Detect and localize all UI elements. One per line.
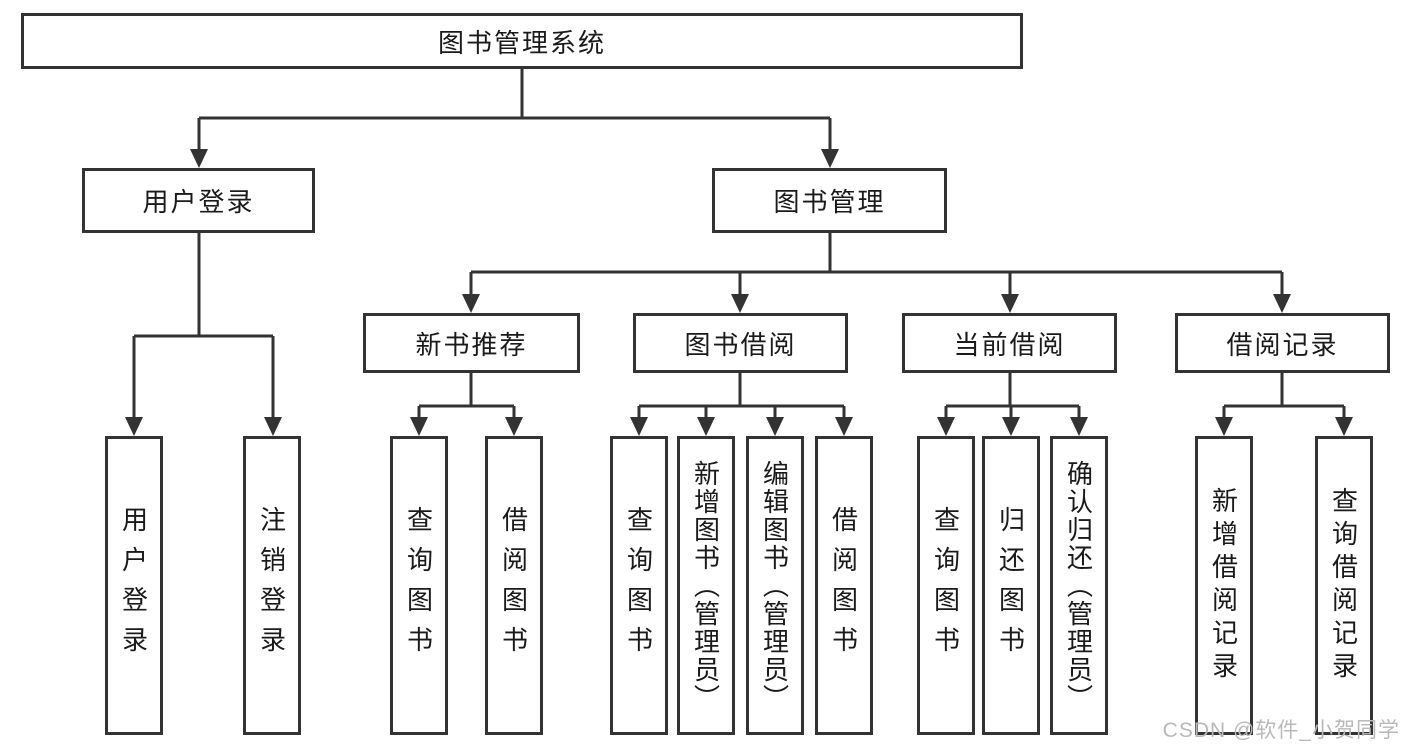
- node-current-borrowing: 当前借阅: [902, 313, 1117, 373]
- node-borrowing-records: 借阅记录: [1175, 313, 1390, 373]
- leaf-confirm-return-admin: 确认归还（管理员）: [1050, 436, 1108, 735]
- leaf-query-books-borrowing: 查询图书: [610, 436, 668, 735]
- watermark-csdn: CSDN @软件_小贺同学: [1162, 719, 1400, 742]
- edge-root-to-level2: [197, 69, 832, 151]
- edge-bookmgmt-to-level3: [469, 233, 1284, 296]
- leaf-borrow-books-borrowing-label: 借阅图书: [828, 505, 859, 666]
- leaf-query-books-newbook-label: 查询图书: [403, 505, 434, 666]
- leaf-user-login-label: 用户登录: [118, 505, 149, 666]
- leaf-add-books-admin-label: 新增图书（管理员）: [690, 459, 721, 712]
- arrow-icon: [1001, 294, 1019, 313]
- leaf-query-books-current: 查询图书: [917, 436, 975, 735]
- arrow-icon: [264, 417, 282, 436]
- leaf-return-books-label: 归还图书: [995, 505, 1026, 666]
- arrow-icon: [125, 417, 143, 436]
- leaf-query-books-newbook: 查询图书: [390, 436, 448, 735]
- arrow-icon: [505, 417, 523, 436]
- leaf-borrow-books-newbook-label: 借阅图书: [498, 505, 529, 666]
- node-new-book-recommendation: 新书推荐: [363, 313, 580, 373]
- arrow-icon: [937, 417, 955, 436]
- arrow-icon: [1273, 294, 1291, 313]
- leaf-borrow-books-borrowing: 借阅图书: [815, 436, 873, 735]
- leaf-logout: 注销登录: [243, 436, 301, 735]
- edge-newbook-to-leaves: [417, 373, 516, 420]
- leaf-add-borrow-record-label: 新增借阅记录: [1208, 486, 1239, 685]
- leaf-query-borrow-record: 查询借阅记录: [1315, 436, 1373, 735]
- leaf-borrow-books-newbook: 借阅图书: [485, 436, 543, 735]
- arrow-icon: [1002, 417, 1020, 436]
- arrow-icon: [410, 417, 428, 436]
- node-user-login-branch: 用户登录: [82, 168, 315, 233]
- arrow-icon: [190, 149, 208, 168]
- leaf-query-books-borrowing-label: 查询图书: [623, 505, 654, 666]
- edge-userlogin-to-leaves: [132, 233, 275, 420]
- leaf-add-borrow-record: 新增借阅记录: [1195, 436, 1253, 735]
- arrow-icon: [766, 417, 784, 436]
- arrow-icon: [821, 149, 839, 168]
- arrow-icon: [731, 294, 749, 313]
- leaf-add-books-admin: 新增图书（管理员）: [677, 436, 735, 735]
- arrow-icon: [697, 417, 715, 436]
- arrow-icon: [462, 294, 480, 313]
- leaf-edit-books-admin-label: 编辑图书（管理员）: [759, 459, 790, 712]
- arrow-icon: [1335, 417, 1353, 436]
- leaf-logout-label: 注销登录: [256, 505, 287, 666]
- node-book-management: 图书管理: [712, 168, 947, 233]
- arrow-icon: [1070, 417, 1088, 436]
- leaf-edit-books-admin: 编辑图书（管理员）: [746, 436, 804, 735]
- node-library-management-system: 图书管理系统: [21, 13, 1023, 69]
- edge-borrowing-to-leaves: [637, 373, 846, 420]
- leaf-confirm-return-admin-label: 确认归还（管理员）: [1063, 459, 1094, 712]
- edge-records-to-leaves: [1222, 373, 1346, 420]
- arrow-icon: [835, 417, 853, 436]
- leaf-query-books-current-label: 查询图书: [930, 505, 961, 666]
- arrow-icon: [630, 417, 648, 436]
- leaf-return-books: 归还图书: [982, 436, 1040, 735]
- node-book-borrowing: 图书借阅: [633, 313, 848, 373]
- arrowheads: [125, 149, 1353, 436]
- leaf-user-login: 用户登录: [105, 436, 163, 735]
- arrow-icon: [1215, 417, 1233, 436]
- edge-current-to-leaves: [944, 373, 1081, 420]
- leaf-query-borrow-record-label: 查询借阅记录: [1328, 486, 1359, 685]
